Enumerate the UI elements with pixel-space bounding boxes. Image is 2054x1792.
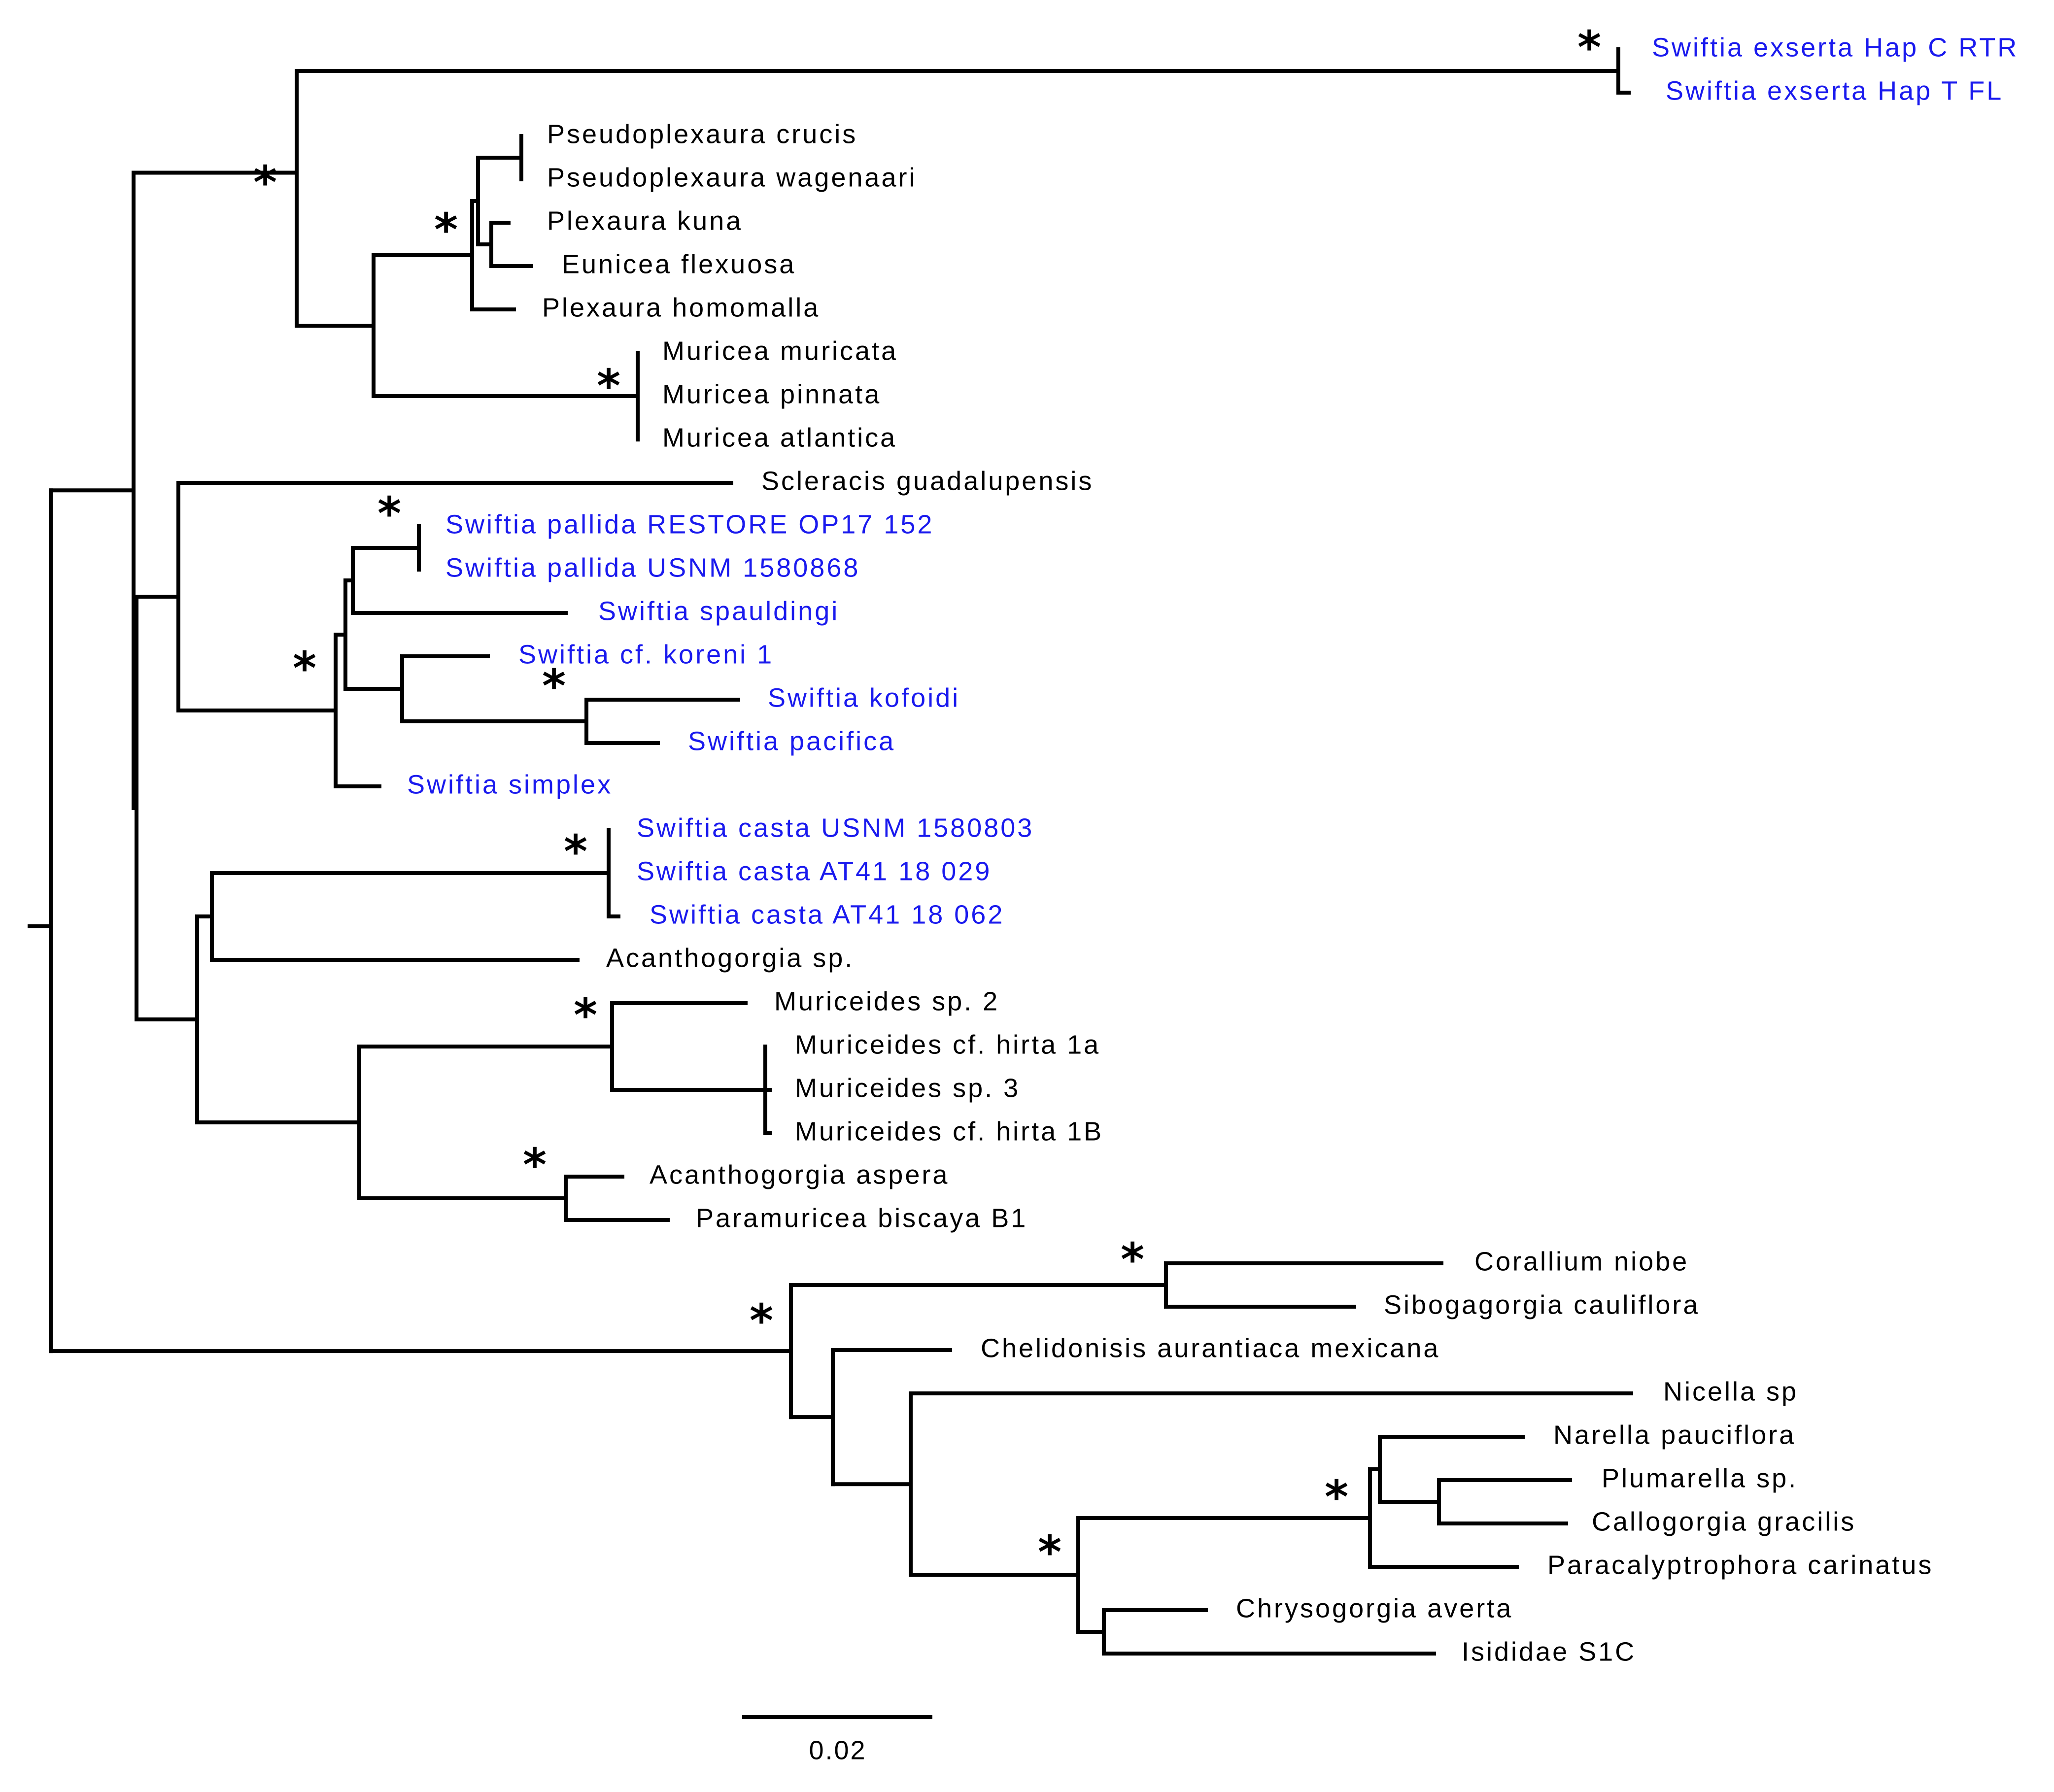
tip-label: Swiftia casta USNM 1580803 <box>637 813 1034 843</box>
tree-branches <box>28 47 1633 1656</box>
tip-label: Paracalyptrophora carinatus <box>1547 1550 1933 1580</box>
bootstrap-support-marker: * <box>377 487 401 540</box>
tip-label: Swiftia exserta Hap T FL <box>1666 76 2003 105</box>
tip-labels: Swiftia exserta Hap C RTR Swiftia exserta… <box>407 33 2019 1666</box>
tip-label: Plumarella sp. <box>1602 1463 1798 1493</box>
tip-label: Swiftia pacifica <box>688 726 895 756</box>
bootstrap-support-marker: * <box>253 156 277 209</box>
tip-label: Muriceides sp. 2 <box>774 986 999 1016</box>
tip-label: Eunicea flexuosa <box>562 249 796 279</box>
tip-label: Muriceides cf. hirta 1B <box>795 1116 1103 1146</box>
support-markers: * * * * * * * * * * * * * * <box>253 21 1601 1579</box>
tip-label: Chelidonisis aurantiaca mexicana <box>981 1333 1440 1363</box>
bootstrap-support-marker: * <box>750 1294 773 1347</box>
tip-label: Muricea pinnata <box>662 379 881 409</box>
tip-label: Sibogagorgia cauliflora <box>1384 1290 1700 1319</box>
tip-label: Pseudoplexaura crucis <box>547 119 857 149</box>
bootstrap-support-marker: * <box>1038 1526 1061 1579</box>
tip-label: Muriceides cf. hirta 1a <box>795 1030 1100 1059</box>
bootstrap-support-marker: * <box>1325 1471 1348 1523</box>
tip-label: Acanthogorgia sp. <box>606 943 854 973</box>
tip-label: Plexaura homomalla <box>542 293 820 322</box>
bootstrap-support-marker: * <box>434 203 458 256</box>
tip-label: Callogorgia gracilis <box>1592 1507 1856 1536</box>
tip-label: Muricea atlantica <box>662 423 897 452</box>
bootstrap-support-marker: * <box>574 989 597 1042</box>
tip-label: Narella pauciflora <box>1553 1420 1796 1450</box>
tip-label: Muricea muricata <box>662 336 898 366</box>
bootstrap-support-marker: * <box>597 360 620 412</box>
tip-label: Chrysogorgia averta <box>1236 1593 1513 1623</box>
tip-label: Acanthogorgia aspera <box>650 1160 949 1189</box>
bootstrap-support-marker: * <box>523 1139 547 1191</box>
tip-label: Swiftia simplex <box>407 770 613 799</box>
tip-label: Swiftia casta AT41 18 029 <box>637 856 992 886</box>
scale-bar: 0.02 <box>742 1715 932 1765</box>
bootstrap-support-marker: * <box>564 825 587 878</box>
tip-label: Corallium niobe <box>1474 1247 1689 1276</box>
tip-label: Swiftia kofoidi <box>768 683 960 712</box>
tip-label: Isididae S1C <box>1462 1637 1636 1666</box>
bootstrap-support-marker: * <box>1577 21 1601 74</box>
bootstrap-support-marker: * <box>1121 1233 1144 1286</box>
tip-label: Scleracis guadalupensis <box>761 466 1094 496</box>
tip-label: Pseudoplexaura wagenaari <box>547 163 917 192</box>
tip-label: Nicella sp <box>1663 1377 1798 1406</box>
tip-label: Paramuricea biscaya B1 <box>696 1203 1027 1233</box>
tip-label: Swiftia pallida USNM 1580868 <box>445 553 860 582</box>
tip-label: Swiftia spauldingi <box>598 596 839 626</box>
scale-bar-label: 0.02 <box>809 1735 866 1765</box>
tip-label: Plexaura kuna <box>547 206 743 236</box>
tip-label: Swiftia casta AT41 18 062 <box>650 900 1004 929</box>
tip-label: Swiftia pallida RESTORE OP17 152 <box>445 509 934 539</box>
tip-label: Swiftia cf. koreni 1 <box>518 640 774 669</box>
bootstrap-support-marker: * <box>542 660 566 712</box>
tip-label: Muriceides sp. 3 <box>795 1073 1020 1103</box>
tip-label: Swiftia exserta Hap C RTR <box>1652 33 2019 62</box>
bootstrap-support-marker: * <box>293 642 316 695</box>
